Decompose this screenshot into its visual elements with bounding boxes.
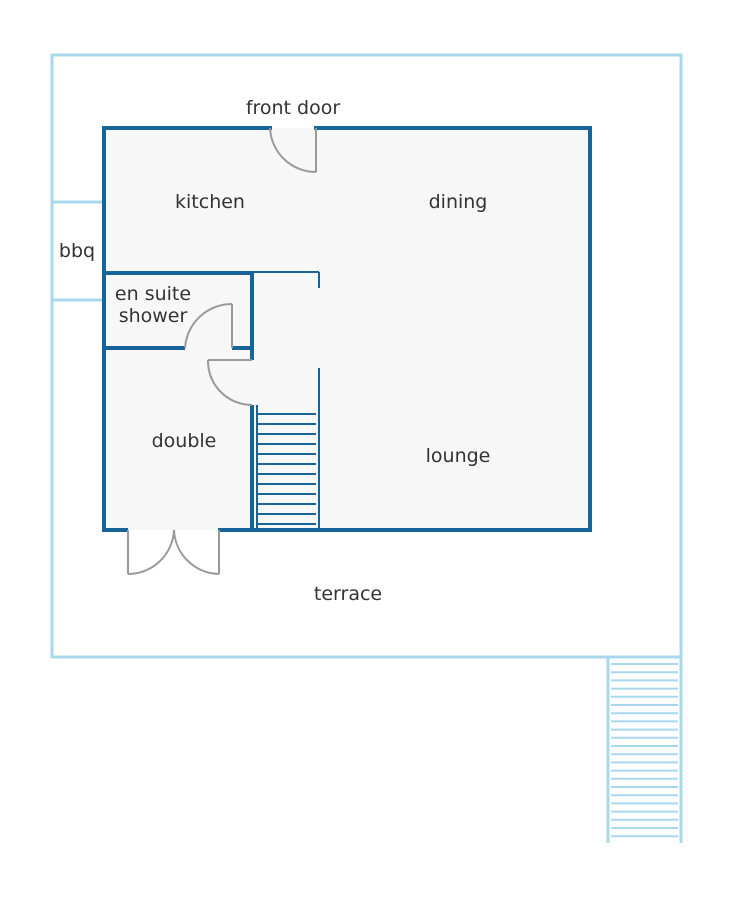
dining-label: dining — [429, 191, 488, 213]
shower-label: shower — [119, 305, 188, 327]
stairs-icon — [611, 663, 678, 838]
bbq-label: bbq — [59, 240, 95, 262]
terrace-label: terrace — [314, 583, 382, 605]
outdoor-stairs-rails — [606, 657, 683, 843]
lounge-label: lounge — [426, 445, 491, 467]
house-floor — [104, 128, 590, 530]
kitchen-label: kitchen — [175, 191, 245, 213]
stairs-icon — [258, 413, 316, 525]
stair-partitions — [252, 271, 320, 530]
bbq-alcove — [52, 200, 104, 302]
interior-walls — [104, 271, 254, 530]
door-swing-icon — [127, 127, 317, 576]
double-label: double — [152, 430, 217, 452]
house-walls — [102, 126, 592, 532]
en-suite-label: en suite — [115, 283, 191, 305]
property-boundary — [50, 53, 683, 659]
front-door-label: front door — [246, 97, 341, 119]
